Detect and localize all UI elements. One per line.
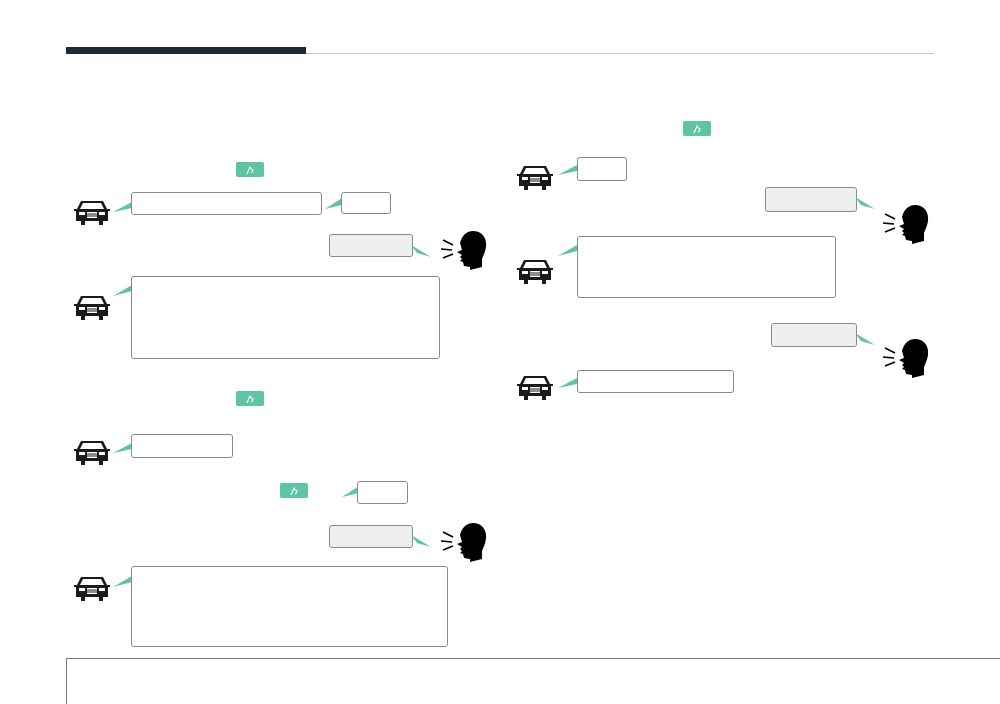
car-icon bbox=[72, 437, 112, 467]
system-response-bubble bbox=[577, 236, 836, 298]
bubble-pointer bbox=[113, 285, 132, 296]
bubble-pointer bbox=[855, 333, 875, 345]
system-beep-bubble bbox=[341, 192, 391, 214]
system-prompt-bubble bbox=[131, 434, 233, 458]
speaking-head-icon bbox=[440, 229, 488, 271]
bubble-pointer bbox=[558, 165, 577, 175]
talk-button[interactable] bbox=[280, 483, 308, 498]
bubble-pointer bbox=[558, 245, 577, 256]
system-prompt-bubble bbox=[131, 192, 322, 215]
bubble-pointer bbox=[855, 197, 875, 209]
voice-talk-icon bbox=[246, 394, 254, 403]
footer-margin-rule bbox=[66, 658, 67, 704]
voice-talk-icon bbox=[246, 165, 254, 174]
speaking-head-icon bbox=[882, 337, 930, 379]
system-response-bubble bbox=[131, 566, 448, 647]
speaking-head-icon bbox=[882, 203, 930, 245]
talk-button[interactable] bbox=[236, 391, 264, 406]
user-speech-bubble bbox=[329, 234, 413, 257]
bubble-pointer bbox=[325, 198, 342, 209]
talk-button[interactable] bbox=[236, 162, 264, 177]
car-icon bbox=[515, 162, 555, 192]
bubble-pointer bbox=[342, 486, 359, 497]
system-beep-bubble bbox=[357, 481, 408, 504]
car-icon bbox=[72, 292, 112, 322]
car-icon bbox=[72, 197, 112, 227]
system-response-bubble bbox=[131, 276, 440, 359]
user-speech-bubble bbox=[329, 525, 413, 548]
bubble-pointer bbox=[558, 378, 577, 388]
voice-talk-icon bbox=[693, 124, 701, 133]
car-icon bbox=[515, 256, 555, 286]
bubble-pointer bbox=[113, 576, 132, 587]
system-beep-bubble bbox=[577, 157, 627, 181]
footer-rule bbox=[66, 658, 1000, 659]
speaking-head-icon bbox=[440, 521, 488, 563]
car-icon bbox=[72, 573, 112, 603]
bubble-pointer bbox=[113, 202, 132, 212]
user-speech-bubble bbox=[765, 187, 857, 212]
user-speech-bubble bbox=[771, 323, 857, 347]
bubble-pointer bbox=[113, 443, 132, 453]
bubble-pointer bbox=[411, 535, 431, 547]
header-bar bbox=[66, 47, 306, 54]
talk-button[interactable] bbox=[683, 121, 711, 136]
bubble-pointer bbox=[411, 245, 431, 257]
voice-talk-icon bbox=[290, 486, 298, 495]
header-rule bbox=[306, 53, 934, 54]
system-prompt-bubble bbox=[577, 370, 734, 393]
car-icon bbox=[515, 372, 555, 402]
